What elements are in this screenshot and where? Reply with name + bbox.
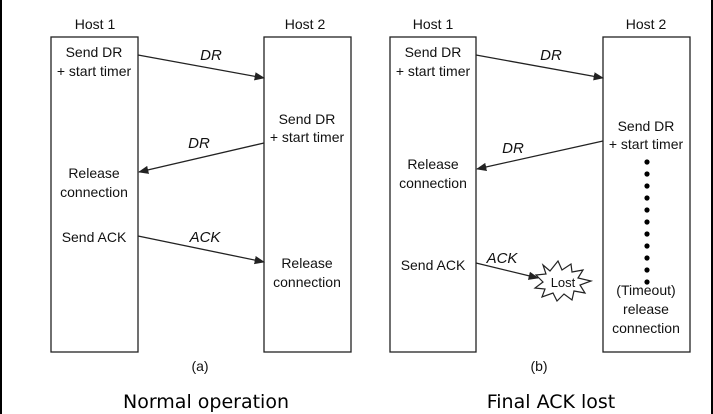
panel-a-host2-timeline: [263, 36, 352, 353]
panel-a-ack-label: ACK: [189, 229, 222, 246]
panel-b-dr-label-1: DR: [540, 47, 562, 64]
panel-b-ack-arrow: [475, 262, 540, 280]
panel-a-dr-label-1: DR: [200, 47, 222, 64]
panel-b-h1-send-ack: Send ACK: [401, 257, 466, 273]
panel-b-host1-label: Host 1: [413, 16, 454, 32]
panel-a-host1-timeline: [50, 36, 139, 353]
panel-a-host2-label: Host 2: [285, 16, 326, 32]
panel-a-h1-send-dr: Send DR: [66, 44, 123, 60]
panel-a-h2-start-timer: + start timer: [270, 129, 345, 145]
panel-b-h2-timeout: (Timeout): [616, 282, 675, 298]
panel-a-dr-arrow-2: [137, 142, 265, 174]
panel-b-timeout-dots: [644, 159, 650, 285]
panel-a-sub-label: (a): [191, 358, 208, 374]
panel-b-h2-release: release: [623, 301, 669, 317]
panel-b-sub-label: (b): [530, 358, 547, 374]
panel-b-lost-label: Lost: [551, 275, 576, 290]
panel-b-h2-connection: connection: [612, 320, 680, 336]
lost-burst-icon: [533, 259, 594, 303]
panel-a-h1-start-timer: + start timer: [57, 63, 132, 79]
panel-b-h1-send-dr: Send DR: [405, 44, 462, 60]
panel-b-host2-timeline: [602, 36, 691, 353]
panel-b: Host 1 Host 2 Send DR + start timer DR S…: [389, 16, 691, 413]
panel-a-dr-arrow-1: [137, 54, 266, 81]
panel-b-dr-arrow-2: [475, 140, 604, 172]
panel-b-host2-label: Host 2: [626, 16, 667, 32]
panel-b-h2-start-timer: + start timer: [609, 136, 684, 152]
panel-a-h2-release: Release: [281, 255, 333, 271]
panel-a-h1-send-ack: Send ACK: [62, 229, 127, 245]
panel-a-h2-send-dr: Send DR: [279, 111, 336, 127]
panel-a-h1-release: Release: [68, 165, 120, 181]
panel-b-h1-connection: connection: [399, 175, 467, 191]
panel-b-caption: Final ACK lost: [487, 391, 616, 413]
panel-b-dr-label-2: DR: [502, 140, 524, 157]
panel-b-h1-release: Release: [407, 156, 459, 172]
panel-a-host1-label: Host 1: [75, 16, 116, 32]
panel-b-ack-label: ACK: [486, 250, 519, 267]
panel-a-dr-label-2: DR: [188, 135, 210, 152]
panel-b-host1-timeline: [389, 36, 477, 353]
panel-a: Host 1 Host 2 Send DR + start timer DR S…: [50, 16, 352, 413]
panel-b-dr-arrow-1: [475, 54, 605, 81]
panel-a-h2-connection: connection: [273, 274, 341, 290]
panel-a-ack-arrow: [137, 235, 266, 265]
panel-b-h1-start-timer: + start timer: [396, 63, 471, 79]
panel-a-h1-connection: connection: [60, 184, 128, 200]
panel-a-caption: Normal operation: [123, 391, 289, 413]
panel-b-h2-send-dr: Send DR: [618, 118, 675, 134]
